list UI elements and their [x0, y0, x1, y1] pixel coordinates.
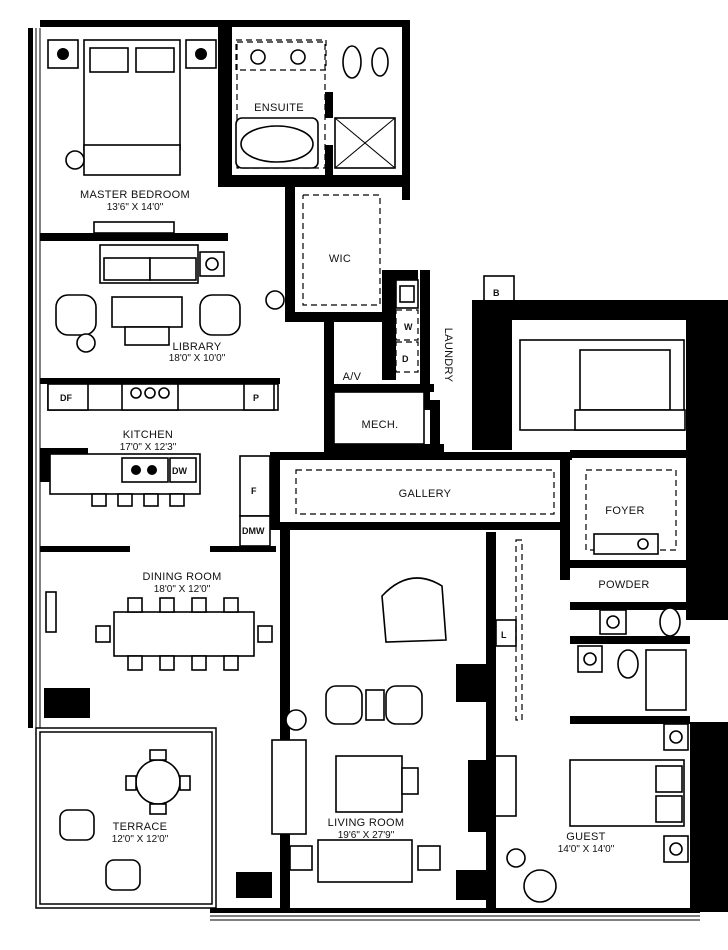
linen-label: L: [501, 630, 507, 640]
guest-label: GUEST: [566, 831, 605, 843]
terrace-dims: 12'0" X 12'0": [112, 834, 169, 845]
pantry-label: P: [253, 393, 259, 403]
gallery-corridor: [270, 452, 572, 580]
master-bedroom-dims: 13'6" X 14'0": [107, 202, 164, 213]
washer-label: W: [404, 322, 413, 332]
wic-room: [285, 185, 385, 322]
library-furniture: [55, 244, 285, 353]
living-furniture: [236, 530, 517, 910]
guest-dims: 14'0" X 14'0": [558, 844, 615, 855]
boiler-label: B: [493, 288, 500, 298]
ensuite-room: [218, 27, 408, 187]
south-window-wall: [210, 908, 700, 921]
guest-closets: [486, 532, 523, 722]
kitchen-dims: 17'0" X 12'3": [120, 442, 177, 453]
powder-label: POWDER: [598, 579, 649, 591]
gallery-label: GALLERY: [399, 488, 452, 500]
kitchen-label: KITCHEN: [123, 429, 173, 441]
foyer-label: FOYER: [605, 505, 644, 517]
library-label: LIBRARY: [173, 341, 222, 353]
master-bedroom-label: MASTER BEDROOM: [80, 189, 190, 201]
living-room-dims: 19'6" X 27'9": [338, 830, 395, 841]
kitchen-dw-label: DW: [172, 466, 187, 476]
av-label: A/V: [343, 371, 362, 383]
library-console: [93, 221, 175, 234]
terrace-area: [35, 727, 217, 909]
guest-furniture: [486, 722, 728, 912]
ensuite-label: ENSUITE: [254, 102, 304, 114]
library-dims: 18'0" X 10'0": [169, 353, 226, 364]
building-core: [472, 300, 728, 450]
dining-room-dims: 18'0" X 12'0": [154, 584, 211, 595]
mech-label: MECH.: [362, 419, 399, 431]
fridge-label: F: [251, 486, 257, 496]
north-east-wall: [402, 20, 410, 200]
dining-furniture: [40, 546, 276, 718]
double-fridge-label: DF: [60, 393, 72, 403]
master-bedroom-furniture: [47, 39, 217, 176]
north-wall: [40, 20, 408, 27]
foyer-room: [568, 440, 728, 620]
av-mech-rooms: [324, 320, 444, 454]
powder-room: [570, 602, 690, 724]
master-library-wall: [40, 233, 228, 241]
dining-room-label: DINING ROOM: [142, 571, 221, 583]
west-window-wall: [28, 28, 41, 728]
dmw-label: DMW: [242, 526, 265, 536]
living-room-label: LIVING ROOM: [328, 817, 405, 829]
terrace-label: TERRACE: [113, 821, 168, 833]
wic-label: WIC: [329, 253, 351, 265]
dryer-label: D: [402, 354, 409, 364]
kitchen-furniture: [40, 378, 280, 547]
laundry-label: LAUNDRY: [442, 328, 454, 383]
